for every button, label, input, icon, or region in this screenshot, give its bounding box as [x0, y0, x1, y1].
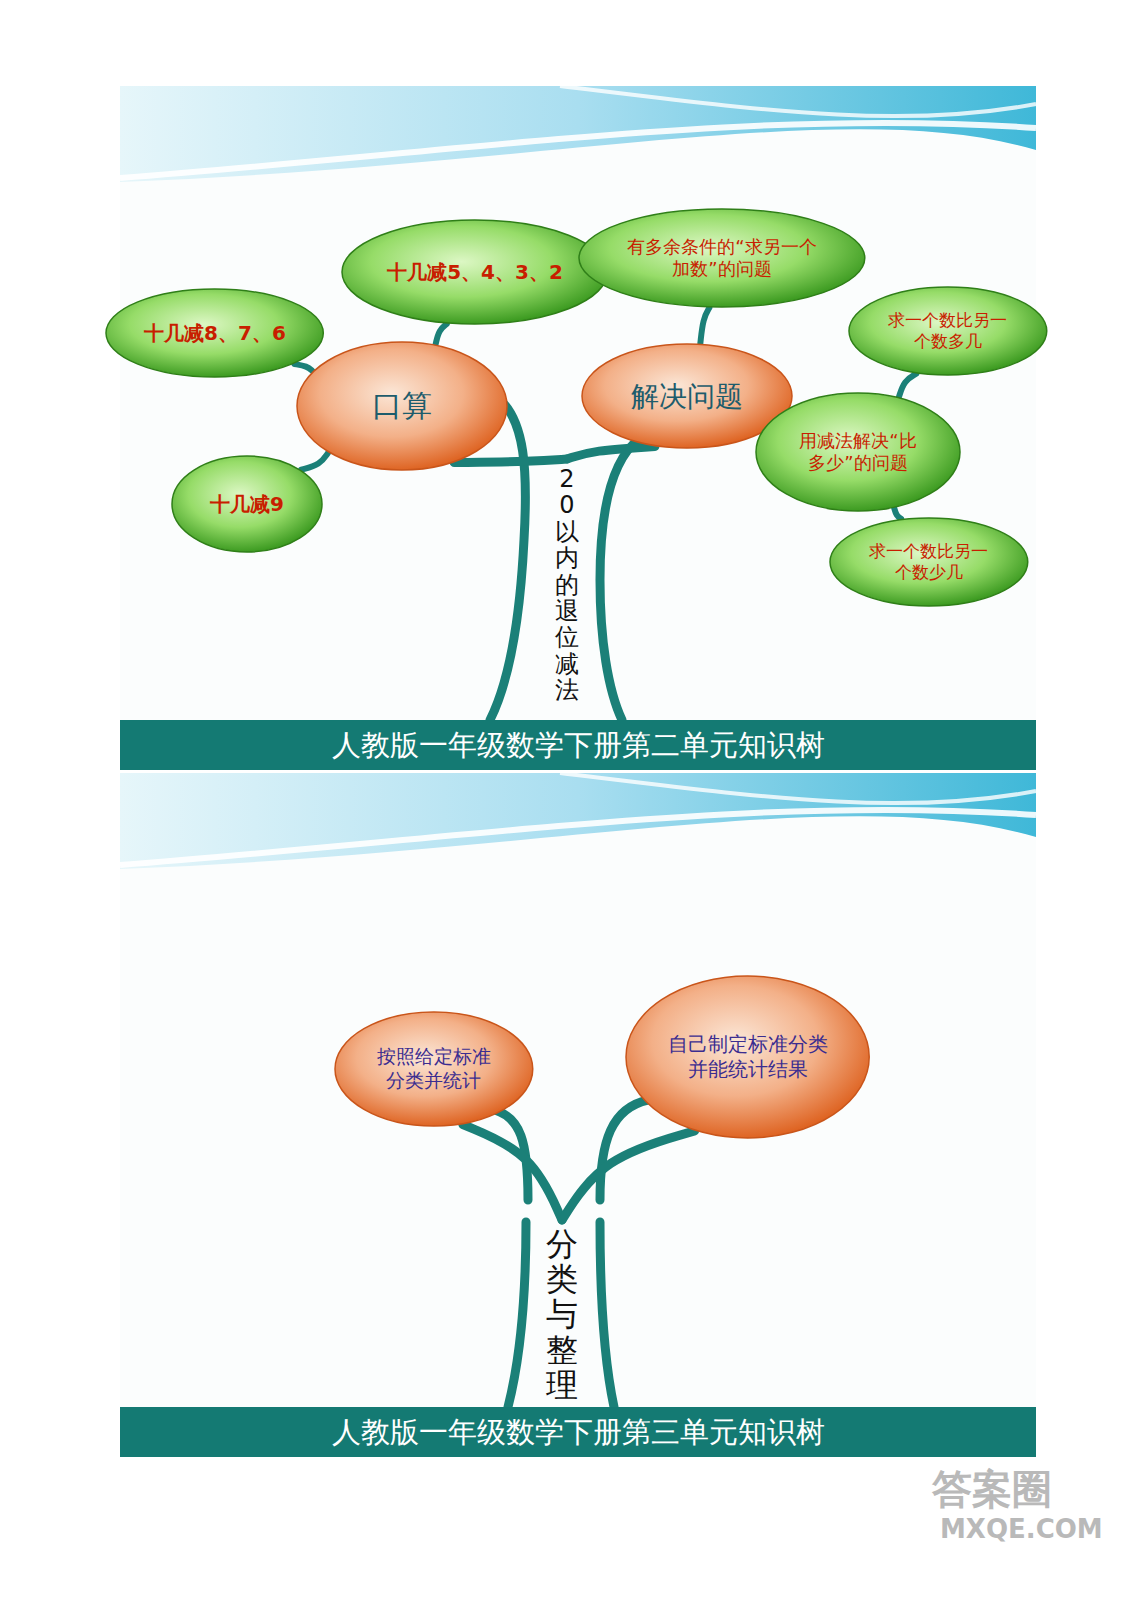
watermark: MXQE.COM	[940, 1514, 1103, 1544]
leaf-ellipse: 用减法解决“比多少”的问题	[755, 392, 961, 512]
trunk-title: 分类与整理	[542, 1224, 582, 1406]
wave-swoosh	[120, 123, 1036, 178]
wave-swoosh	[560, 86, 1036, 116]
branch-connector	[294, 364, 312, 371]
leaf-ellipse: 十几减9	[171, 455, 323, 553]
trunk-text: 分类与整理	[546, 1227, 578, 1403]
branch-connector	[899, 374, 916, 397]
ellipse-shape	[582, 344, 792, 448]
node-label: 口算	[372, 387, 432, 425]
branch-connector	[700, 308, 709, 344]
node-label: 十几减5、4、3、2	[387, 260, 563, 285]
ellipse-shape	[342, 220, 607, 324]
band-title: 人教版一年级数学下册第二单元知识树	[332, 727, 825, 763]
branch-connector	[894, 508, 901, 519]
branch-connector	[562, 1131, 695, 1220]
branch-connector	[436, 324, 447, 345]
node-label: 求一个数比另一个数多几	[884, 310, 1012, 353]
band-title: 人教版一年级数学下册第三单元知识树	[332, 1414, 825, 1450]
leaf-ellipse: 十几减8、7、6	[105, 288, 324, 378]
trunk-text: 20以内的退位减法	[555, 466, 579, 704]
panel-two	[120, 773, 1036, 1407]
node-label: 十几减8、7、6	[144, 321, 286, 346]
leaf-ellipse: 求一个数比另一个数多几	[848, 286, 1048, 376]
ellipse-shape	[830, 518, 1028, 606]
title-band: 人教版一年级数学下册第二单元知识树	[120, 720, 1036, 770]
leaf-ellipse: 十几减5、4、3、2	[341, 219, 608, 325]
branch-connector	[567, 447, 655, 459]
branch-connector	[454, 459, 567, 463]
wave-swoosh	[560, 773, 1036, 803]
wave-band	[120, 773, 1036, 869]
node-label: 按照给定标准分类并统计	[370, 1045, 498, 1093]
ellipse-shape	[579, 209, 865, 307]
ellipse-shape	[172, 456, 322, 552]
panel-ground	[120, 86, 1036, 720]
wave-band	[120, 86, 1036, 182]
branch-connector	[463, 1125, 562, 1220]
leaf-ellipse: 求一个数比另一个数少几	[829, 517, 1029, 607]
node-label: 十几减9	[210, 492, 284, 517]
node-label: 解决问题	[631, 379, 743, 414]
trunk-title: 20以内的退位减法	[551, 463, 583, 707]
topic-ellipse: 按照给定标准分类并统计	[334, 1011, 534, 1127]
ellipse-shape	[756, 393, 960, 511]
topic-ellipse: 口算	[296, 341, 508, 471]
title-band: 人教版一年级数学下册第三单元知识树	[120, 1407, 1036, 1457]
panel-ground	[120, 773, 1036, 1407]
ellipse-shape	[297, 342, 507, 470]
ellipse-shape	[335, 1012, 533, 1126]
leaf-ellipse: 有多余条件的“求另一个加数”的问题	[578, 208, 866, 308]
ellipse-shape	[106, 289, 323, 377]
panel-one	[120, 86, 1036, 720]
trunk-line	[600, 1222, 614, 1407]
branch-connector	[301, 453, 328, 470]
node-label: 自己制定标准分类并能统计结果	[668, 1032, 828, 1082]
trunk-line	[508, 1222, 526, 1407]
topic-ellipse: 自己制定标准分类并能统计结果	[625, 975, 870, 1139]
trunk-line	[490, 398, 525, 720]
node-label: 求一个数比另一个数少几	[865, 541, 993, 584]
node-label: 有多余条件的“求另一个加数”的问题	[627, 236, 817, 281]
trunk-line	[600, 438, 640, 720]
watermark: 答案圈	[932, 1462, 1052, 1517]
ellipse-shape	[626, 976, 869, 1138]
node-label: 用减法解决“比多少”的问题	[793, 430, 923, 475]
ellipse-shape	[849, 287, 1047, 375]
wave-swoosh	[120, 810, 1036, 865]
